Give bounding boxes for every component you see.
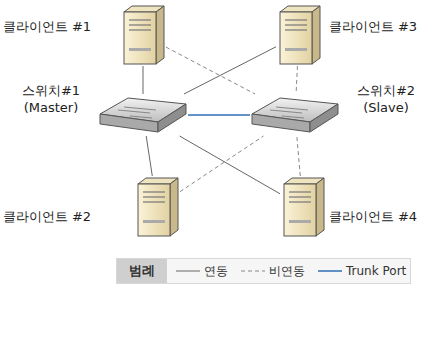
node-label: 클라이언트 #1 (2, 18, 92, 35)
legend-item: 연동 (175, 263, 228, 280)
server-icon (120, 4, 166, 66)
client-server: 클라이언트 #4 (280, 176, 326, 238)
network-link (180, 136, 280, 194)
legend-heading: 범례 (117, 259, 167, 283)
network-link (184, 47, 276, 94)
server-icon (134, 176, 180, 238)
network-switch: 스위치#2 (Slave) (250, 94, 340, 136)
client-server: 클라이언트 #3 (276, 4, 322, 66)
network-link (180, 136, 264, 192)
network-link (296, 66, 297, 94)
legend-text: 비연동 (269, 263, 305, 280)
switch-icon (98, 94, 188, 136)
legend-item: Trunk Port (317, 264, 406, 278)
legend-line-sample (240, 266, 266, 276)
client-server: 클라이언트 #1 (120, 4, 166, 66)
node-label: 클라이언트 #3 (328, 18, 418, 35)
trunk-link (188, 114, 250, 116)
node-label: 스위치#2 (Slave) (342, 82, 430, 116)
node-label: 클라이언트 #4 (328, 208, 418, 225)
server-icon (276, 4, 322, 66)
switch-icon (250, 94, 340, 136)
server-icon (280, 176, 326, 238)
network-switch: 스위치#1 (Master) (98, 94, 188, 136)
node-label: 클라이언트 #2 (2, 208, 92, 225)
network-link (146, 136, 152, 176)
network-link (143, 66, 144, 94)
legend-line-sample (317, 266, 343, 276)
legend-text: 연동 (204, 263, 228, 280)
node-label: 스위치#1 (Master) (6, 82, 96, 116)
legend-text: Trunk Port (346, 264, 406, 278)
network-link (166, 47, 255, 94)
network-link (297, 136, 300, 176)
legend-item: 비연동 (240, 263, 305, 280)
legend-bar: 범례 연동 비연동 Trunk Port (116, 258, 411, 284)
client-server: 클라이언트 #2 (134, 176, 180, 238)
legend-line-sample (175, 266, 201, 276)
